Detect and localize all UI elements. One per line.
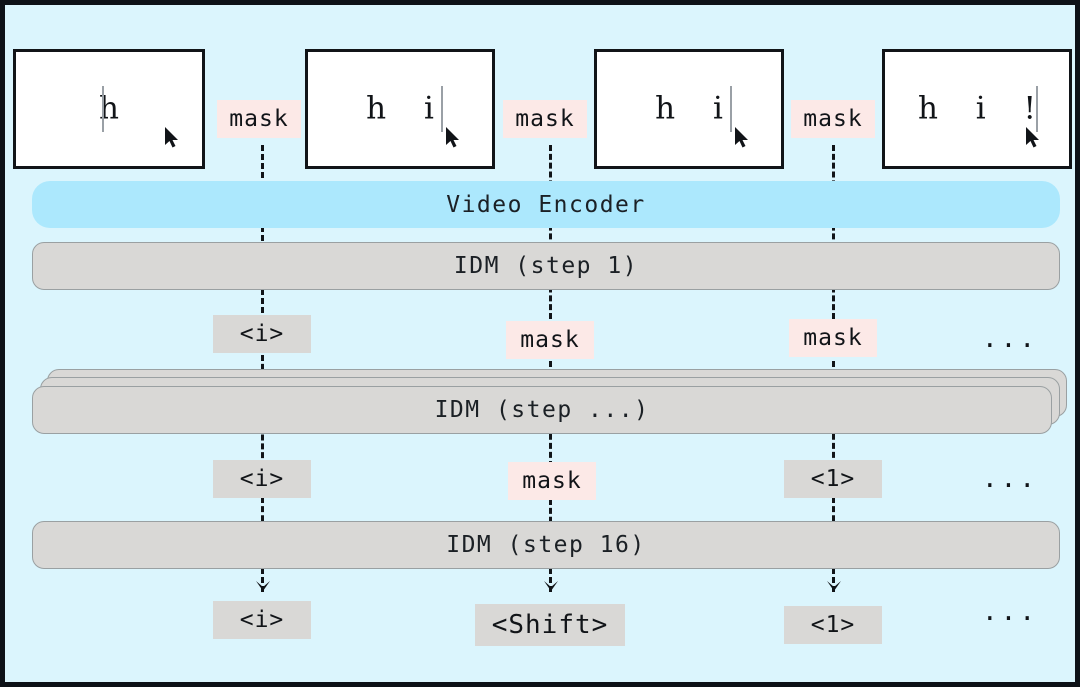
token-t3-col3: <1> <box>784 606 882 644</box>
frame-3-text: h i <box>655 90 737 127</box>
gap-mask-label-3: mask <box>791 100 875 138</box>
mouse-cursor-icon <box>165 127 178 148</box>
token-row-1-ellipsis-text: ... <box>982 324 1038 354</box>
mouse-cursor-icon <box>446 127 459 148</box>
gap-mask-text-3: mask <box>803 106 863 132</box>
frame-4-text: h i ! <box>917 90 1051 127</box>
text-caret-icon <box>441 86 443 132</box>
token-t3-col1-label: <i> <box>239 607 285 633</box>
token-t1-col2: mask <box>506 321 594 359</box>
idm-step-1-bar: IDM (step 1) <box>32 242 1060 290</box>
video-frame-3: h i <box>594 49 784 169</box>
gap-mask-label-2: mask <box>503 100 587 138</box>
token-t1-col1-label: <i> <box>239 321 285 347</box>
token-row-2-ellipsis: ... <box>982 461 1038 497</box>
video-frame-1: h <box>13 49 205 169</box>
text-caret-icon <box>1036 86 1038 132</box>
arrow-down-icon <box>827 581 841 591</box>
token-t2-col2-label: mask <box>522 468 582 494</box>
frame-1-text: h <box>99 90 133 127</box>
connector-col1-seg4 <box>261 568 264 592</box>
idm-step-1-label: IDM (step 1) <box>453 253 639 279</box>
token-t2-col2: mask <box>508 462 596 500</box>
text-caret-icon <box>102 86 104 132</box>
connector-col2-seg4 <box>549 568 552 592</box>
video-encoder-label: Video Encoder <box>446 191 646 218</box>
token-t1-col1: <i> <box>213 315 311 353</box>
token-t3-col3-label: <1> <box>810 612 856 638</box>
token-row-3-ellipsis-text: ... <box>982 597 1038 627</box>
connector-col3-seg1 <box>832 145 835 319</box>
token-t3-col2: <Shift> <box>475 604 625 646</box>
gap-mask-text-1: mask <box>229 106 289 132</box>
video-frame-2: h i <box>305 49 495 169</box>
arrow-down-icon <box>544 581 558 591</box>
connector-col1-seg1 <box>261 145 264 313</box>
token-t2-col3-label: <1> <box>810 466 856 492</box>
mouse-cursor-icon <box>1026 127 1039 148</box>
token-t3-col2-label: <Shift> <box>491 610 609 640</box>
gap-mask-label-1: mask <box>217 100 301 138</box>
token-t2-col1: <i> <box>213 460 311 498</box>
video-frame-4: h i ! <box>882 49 1072 169</box>
gap-mask-text-2: mask <box>515 106 575 132</box>
text-caret-icon <box>730 86 732 132</box>
token-t1-col3-label: mask <box>803 325 863 351</box>
connector-col3-seg4 <box>832 568 835 592</box>
token-t1-col3: mask <box>789 319 877 357</box>
token-row-2-ellipsis-text: ... <box>982 464 1038 494</box>
token-t3-col1: <i> <box>213 601 311 639</box>
token-t2-col3: <1> <box>784 460 882 498</box>
idm-step-16-label: IDM (step 16) <box>446 532 646 558</box>
idm-step-dots-stack: IDM (step ...) <box>32 369 1067 435</box>
idm-step-16-bar: IDM (step 16) <box>32 521 1060 569</box>
connector-col2-seg1 <box>549 145 552 319</box>
token-t1-col2-label: mask <box>520 327 580 353</box>
video-encoder-bar: Video Encoder <box>32 181 1060 228</box>
idm-step-dots-bar: IDM (step ...) <box>32 386 1052 434</box>
frame-2-text: h i <box>366 90 448 127</box>
mouse-cursor-icon <box>735 127 748 148</box>
token-row-1-ellipsis: ... <box>982 321 1038 357</box>
token-t2-col1-label: <i> <box>239 466 285 492</box>
idm-step-dots-label: IDM (step ...) <box>434 397 650 423</box>
arrow-down-icon <box>256 581 270 591</box>
token-row-3-ellipsis: ... <box>982 594 1038 630</box>
